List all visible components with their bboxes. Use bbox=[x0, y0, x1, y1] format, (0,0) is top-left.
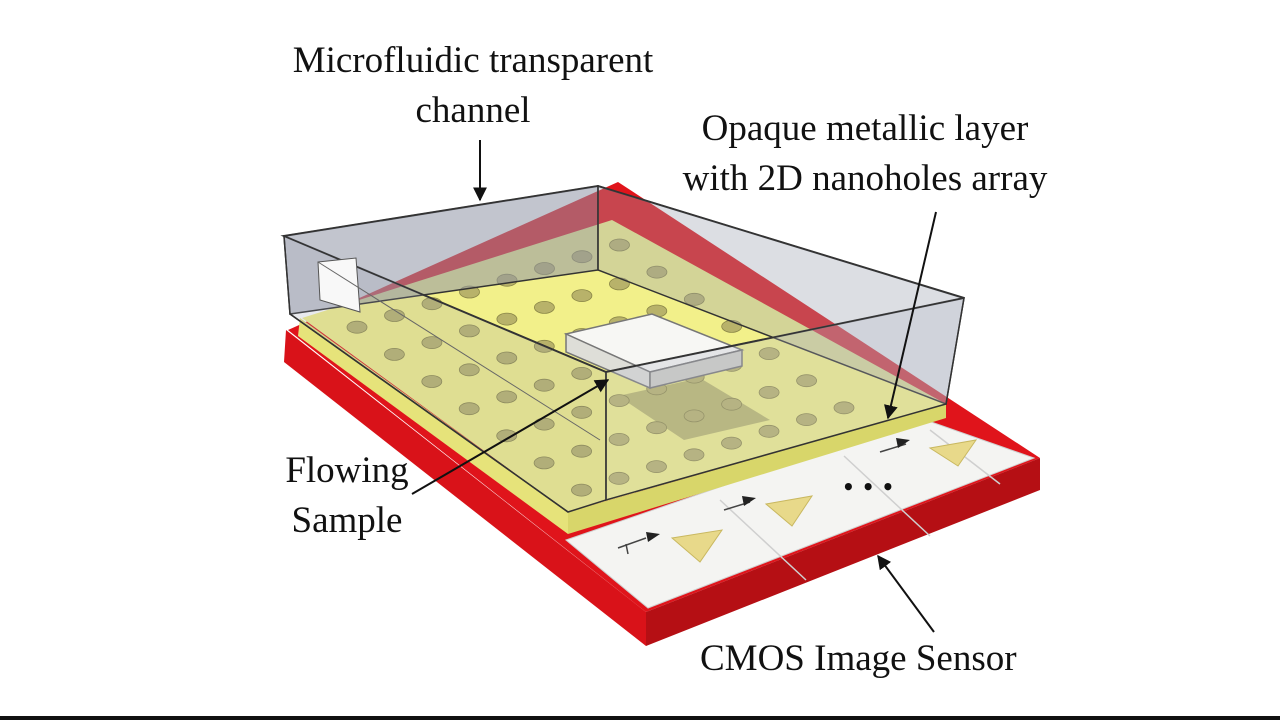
nanohole bbox=[646, 460, 667, 474]
nanohole bbox=[383, 347, 405, 361]
nanohole bbox=[534, 300, 555, 314]
metallic-layer-label-line-1: Opaque metallic layer bbox=[701, 108, 1029, 149]
nanohole bbox=[609, 238, 630, 252]
channel-opening bbox=[317, 257, 361, 313]
sample-right bbox=[649, 349, 743, 389]
nanohole bbox=[496, 390, 518, 404]
nanohole bbox=[571, 405, 593, 419]
channel-label: Microfluidic transparent channel bbox=[258, 36, 688, 136]
nanohole bbox=[458, 402, 480, 416]
nanohole bbox=[608, 471, 630, 485]
nanohole bbox=[421, 375, 443, 388]
bottom-border bbox=[0, 716, 1280, 720]
nanohole bbox=[796, 413, 817, 427]
nanohole bbox=[496, 351, 518, 365]
metallic-layer-label: Opaque metallic layer with 2D nanoholes … bbox=[650, 104, 1080, 204]
nanohole bbox=[458, 324, 480, 338]
pixel-circuit-3 bbox=[879, 438, 978, 467]
nanohole bbox=[533, 378, 555, 392]
channel-label-line-2: channel bbox=[415, 90, 531, 131]
cmos-arrow bbox=[877, 554, 935, 633]
flowing-sample-label: Flowing Sample bbox=[262, 446, 432, 546]
nanohole bbox=[721, 436, 742, 450]
substrate-right bbox=[646, 458, 1040, 646]
nanohole bbox=[833, 401, 855, 415]
nanohole bbox=[796, 374, 817, 388]
pixel-circuit-2 bbox=[723, 495, 814, 527]
nanohole bbox=[646, 265, 668, 279]
metal-arrow bbox=[884, 211, 937, 420]
flowing-sample-block bbox=[563, 313, 745, 390]
flowing-sample-label-line-1: Flowing bbox=[285, 450, 409, 491]
nanohole bbox=[683, 292, 705, 306]
metal-right bbox=[568, 404, 946, 534]
nanohole bbox=[458, 363, 480, 377]
nanohole bbox=[571, 444, 592, 458]
flowing-sample-label-line-2: Sample bbox=[291, 500, 403, 541]
nanohole bbox=[496, 312, 518, 326]
nanohole bbox=[758, 385, 780, 399]
nanohole bbox=[571, 289, 593, 303]
nanohole bbox=[496, 429, 518, 443]
channel-label-line-1: Microfluidic transparent bbox=[292, 40, 654, 81]
metal-front bbox=[298, 318, 568, 534]
nanohole bbox=[646, 421, 667, 435]
nanohole bbox=[571, 366, 593, 380]
nanohole bbox=[421, 336, 443, 350]
nanohole bbox=[683, 409, 705, 423]
sensor-ellipsis: • • • bbox=[842, 475, 894, 499]
nanohole bbox=[608, 394, 630, 408]
cmos-label-text: CMOS Image Sensor bbox=[700, 638, 1017, 679]
nanohole bbox=[758, 347, 780, 361]
metallic-layer-label-line-2: with 2D nanoholes array bbox=[682, 158, 1048, 199]
nanohole bbox=[533, 456, 555, 470]
channel-front-wall bbox=[605, 297, 965, 501]
nanohole bbox=[721, 397, 742, 411]
nanohole bbox=[384, 309, 405, 322]
channel-left-wall bbox=[283, 234, 607, 513]
nanohole bbox=[683, 448, 705, 462]
sample-arrow bbox=[411, 379, 610, 495]
cmos-label: CMOS Image Sensor bbox=[700, 634, 1070, 684]
substrate-front bbox=[284, 330, 646, 646]
microfluidic-channel bbox=[280, 184, 965, 513]
nanohole bbox=[608, 432, 630, 446]
pixel-circuit-1 bbox=[617, 529, 724, 563]
nanohole bbox=[571, 483, 592, 497]
nanohole bbox=[758, 424, 780, 438]
sensor-pixel-array: • • • bbox=[564, 417, 1036, 609]
nanohole bbox=[346, 320, 368, 334]
